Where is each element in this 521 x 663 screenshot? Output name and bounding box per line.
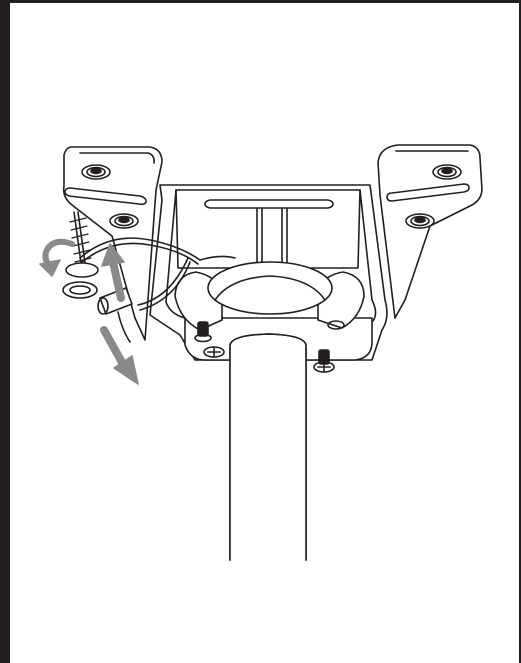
base-plate <box>174 261 373 361</box>
right-flange <box>377 144 483 319</box>
right-rule <box>519 0 521 663</box>
flange-screw-icon <box>432 164 462 180</box>
safety-cable <box>79 237 236 311</box>
rotate-arrow-icon <box>39 238 75 277</box>
base-screw-icon <box>313 320 345 373</box>
screw-icon <box>62 211 99 299</box>
down-arrow-icon <box>100 326 139 385</box>
flange-screw-icon <box>405 213 435 229</box>
base-screw-icon <box>194 321 225 358</box>
flange-screw-icon <box>81 164 111 180</box>
pole <box>229 333 307 561</box>
up-arrow-icon <box>101 243 125 302</box>
top-rule <box>10 0 521 3</box>
page-edge-bar <box>0 0 10 663</box>
flange-screw-icon <box>109 213 139 229</box>
left-flange <box>62 146 163 341</box>
